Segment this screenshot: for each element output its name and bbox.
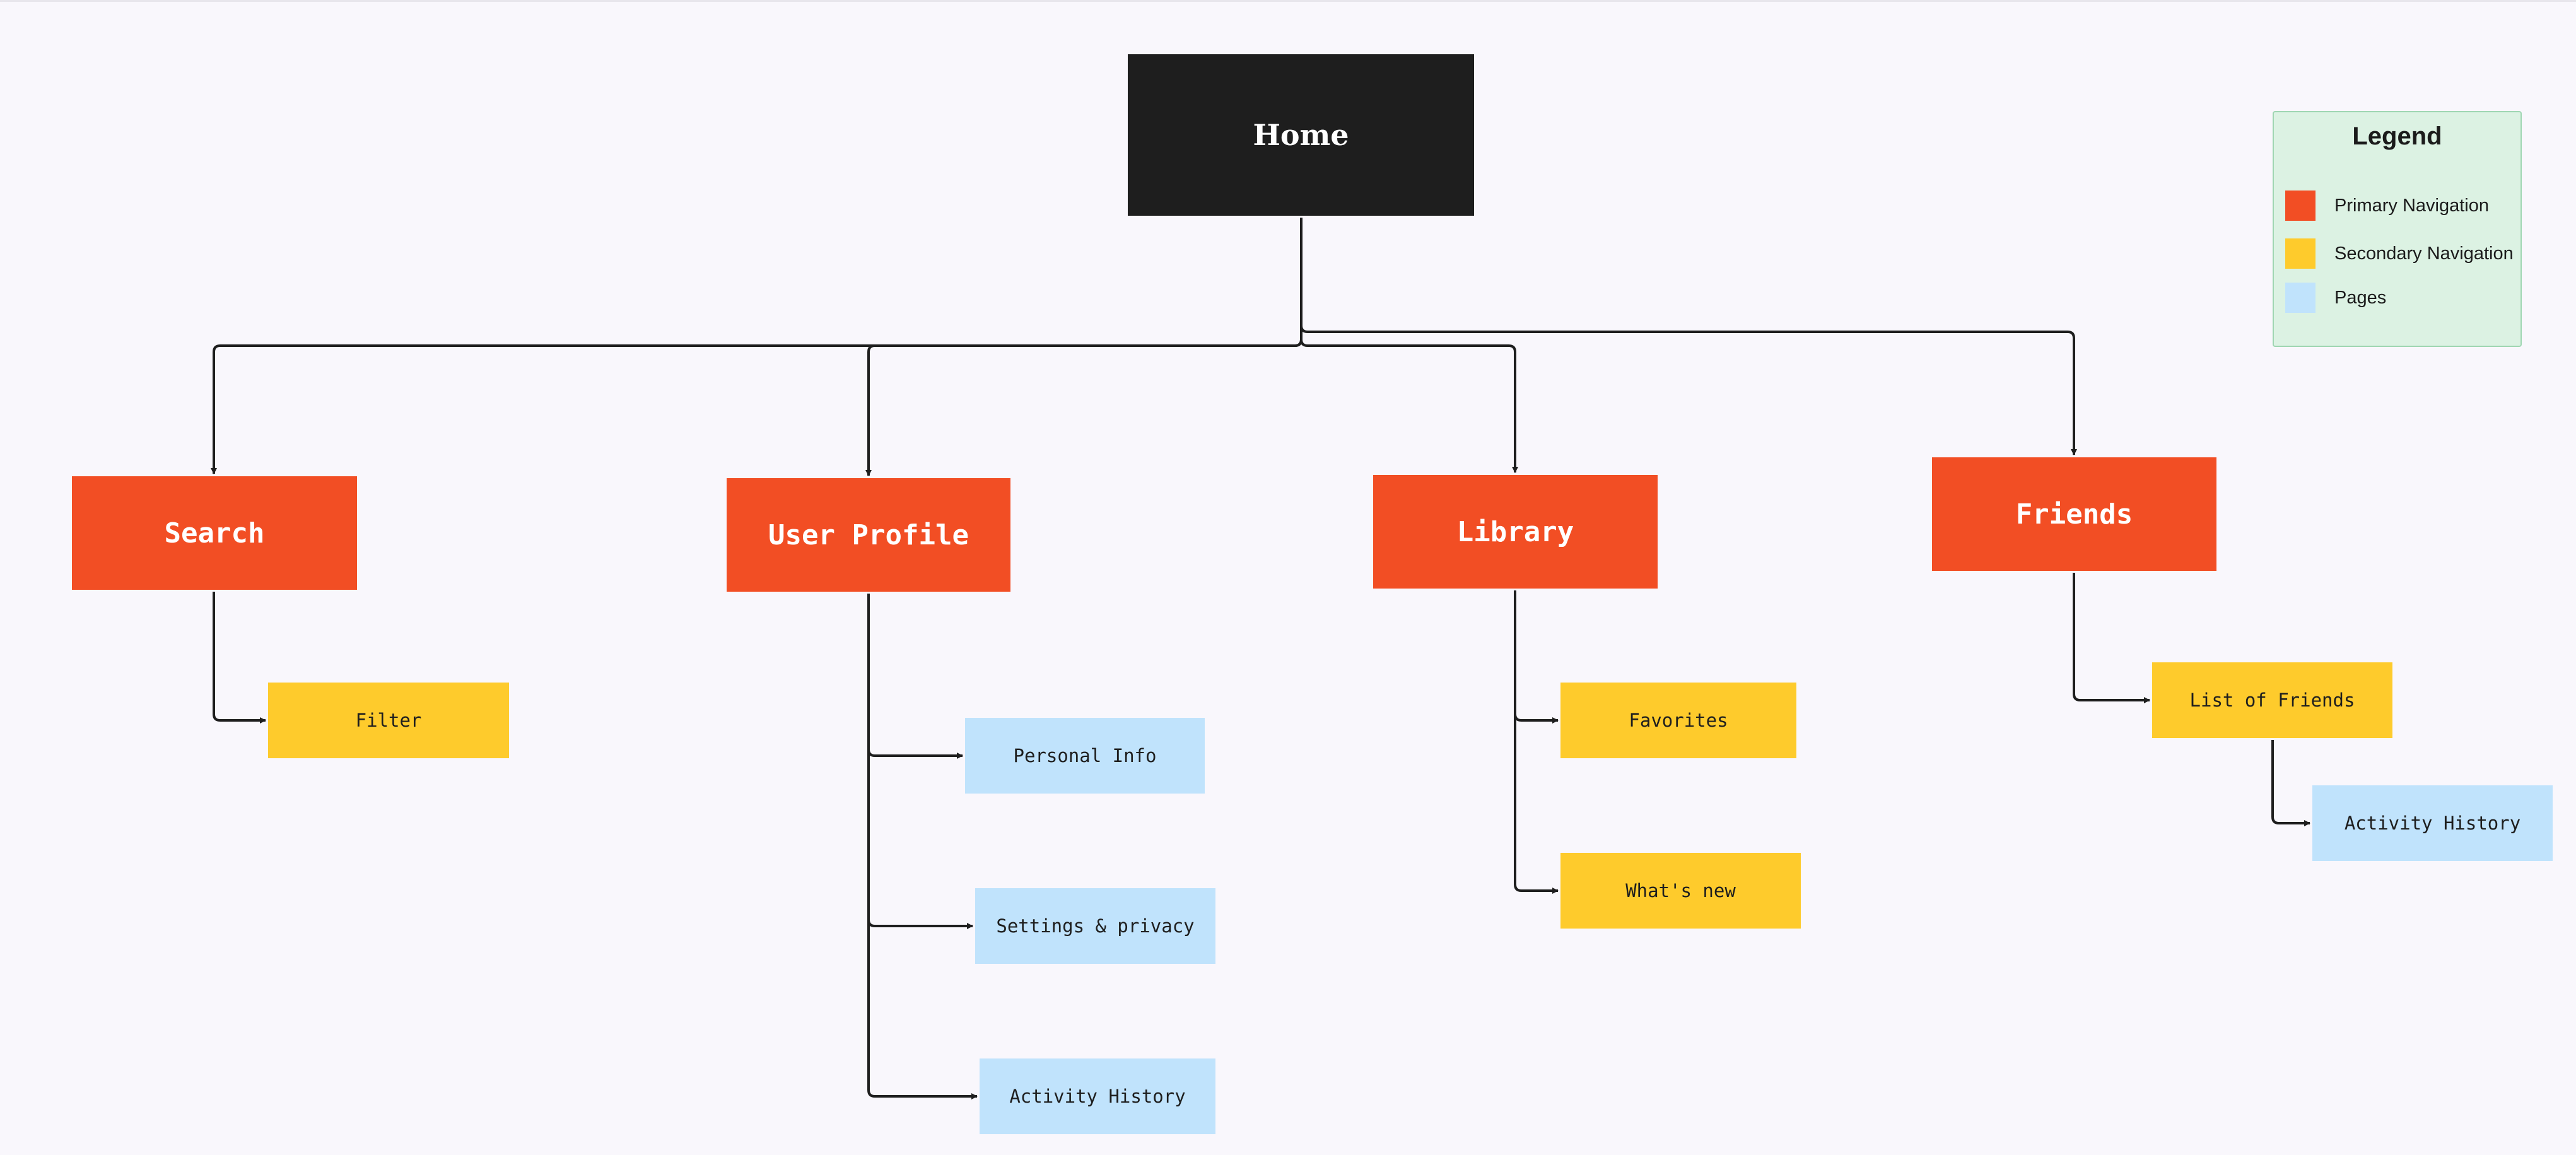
legend-item-secondary: Secondary Navigation	[2285, 238, 2514, 269]
node-search-label: Search	[164, 517, 265, 549]
node-search[interactable]: Search	[72, 476, 357, 590]
node-library-label: Library	[1456, 515, 1574, 548]
edge-list-of-friends-activity-history	[2271, 740, 2310, 826]
node-whats-new-label: What's new	[1625, 880, 1736, 901]
edge-home-friends	[1300, 218, 2077, 455]
edge-library-favorites	[1514, 590, 1559, 724]
edge-friends-list-of-friends	[2073, 573, 2150, 703]
node-personal-info-label: Personal Info	[1013, 745, 1157, 766]
legend-title: Legend	[2352, 122, 2442, 150]
edge-home-user-profile	[865, 218, 1303, 476]
node-whats-new[interactable]: What's new	[1560, 853, 1801, 929]
node-settings-privacy-label: Settings & privacy	[996, 915, 1195, 937]
legend-swatch-secondary	[2285, 238, 2315, 269]
node-personal-info[interactable]: Personal Info	[965, 718, 1205, 794]
node-list-of-friends-label: List of Friends	[2189, 689, 2355, 711]
node-favorites[interactable]: Favorites	[1560, 683, 1796, 758]
edge-user-profile-personal-info	[867, 594, 963, 759]
node-activity-history-label: Activity History	[1009, 1086, 1186, 1107]
node-home[interactable]: Home	[1128, 54, 1474, 216]
legend-item-primary: Primary Navigation	[2285, 191, 2489, 221]
legend: Legend Primary Navigation Secondary Navi…	[2273, 111, 2522, 347]
node-filter-label: Filter	[355, 710, 422, 731]
node-list-of-friends[interactable]: List of Friends	[2152, 662, 2392, 738]
legend-item-pages: Pages	[2285, 283, 2386, 313]
node-home-label: Home	[1253, 118, 1349, 152]
node-filter[interactable]: Filter	[268, 683, 509, 758]
legend-swatch-pages	[2285, 283, 2315, 313]
legend-label-secondary: Secondary Navigation	[2334, 243, 2514, 264]
node-friends-activity-history-label: Activity History	[2344, 812, 2521, 834]
node-activity-history[interactable]: Activity History	[980, 1058, 1215, 1134]
node-library[interactable]: Library	[1373, 475, 1658, 589]
edge-home-library	[1300, 218, 1518, 473]
edge-library-whats-new	[1514, 590, 1559, 894]
node-user-profile-label: User Profile	[768, 519, 969, 551]
legend-swatch-primary	[2285, 191, 2315, 221]
legend-label-primary: Primary Navigation	[2334, 195, 2489, 216]
node-favorites-label: Favorites	[1629, 710, 1728, 731]
node-settings-privacy[interactable]: Settings & privacy	[975, 888, 1215, 964]
legend-label-pages: Pages	[2334, 287, 2387, 308]
edge-user-profile-settings	[867, 594, 973, 929]
node-friends-activity-history[interactable]: Activity History	[2312, 785, 2553, 861]
node-user-profile[interactable]: User Profile	[727, 478, 1010, 592]
node-friends[interactable]: Friends	[1932, 457, 2216, 571]
edge-search-filter	[213, 592, 266, 724]
edge-user-profile-activity-history	[867, 594, 978, 1099]
node-friends-label: Friends	[2015, 498, 2133, 531]
